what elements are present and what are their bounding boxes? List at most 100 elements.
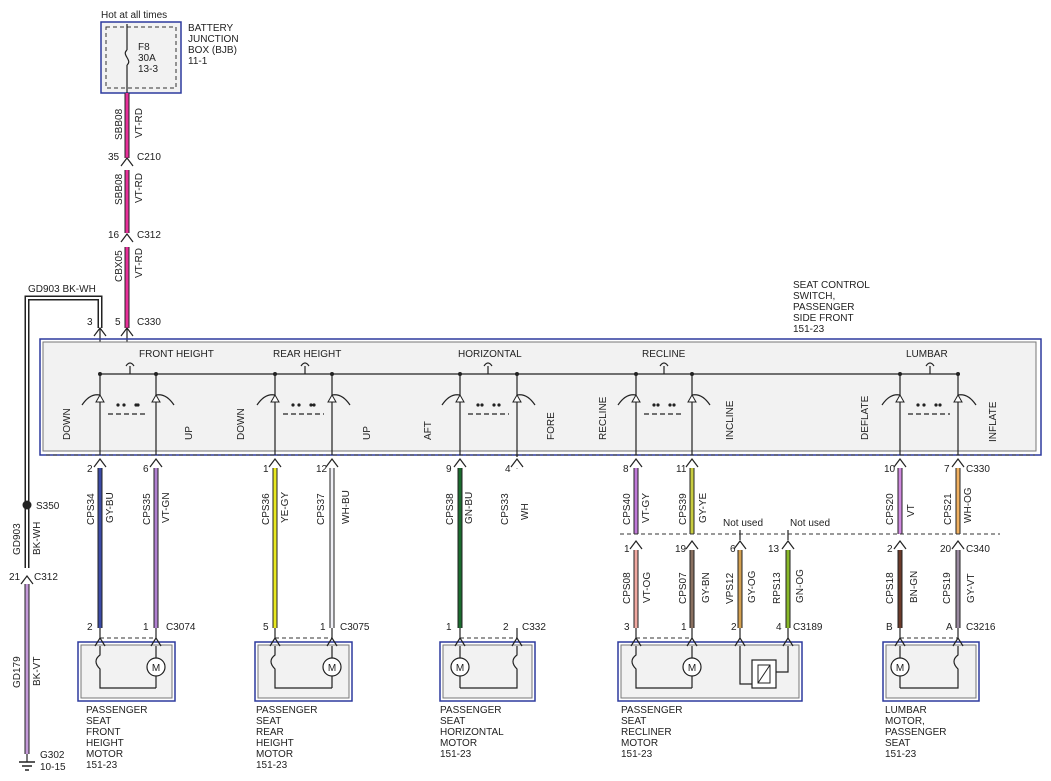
motor-0-outline [77,641,176,702]
out-connector-icon-6 [629,458,643,468]
out-connector-icon-8 [893,458,907,468]
out-pin-3: 1 [263,464,269,475]
out-circuit-10: CPS21 [943,493,954,525]
contact-pt-3-1 [656,403,660,407]
contact-pt-3-0 [652,403,656,407]
c340-connector-icon-5 [951,540,965,550]
group-recline: RECLINE [642,349,686,360]
motor-3-return-icon [631,646,692,689]
c340-circuit-4: RPS13 [772,572,783,604]
contact-pt-2-2 [492,403,496,407]
out-pin-1: 2 [87,464,93,475]
seat-control-switch [39,338,1042,456]
out-connector-icon-9-gap [952,457,964,468]
out-connector-icon-4-gap [454,457,466,468]
contact-pt-3-2 [668,403,672,407]
bjb-label-2: JUNCTION [188,34,239,45]
out-connector-icon-1 [149,458,163,468]
c340-color-2: GY-BN [701,572,712,603]
c330-bottom-connector-name: C330 [966,464,990,475]
contact-pt-4-2 [934,403,938,407]
c210-pin: 35 [108,152,120,163]
switch-link-icon-1 [300,362,310,367]
motor-3-label-5: 151-23 [440,749,472,760]
switch-body [42,341,1037,452]
out-pin-5: 9 [446,464,452,475]
c3074-pin-2: 2 [87,622,93,633]
lower-ground-circuit: GD179 [12,656,23,688]
out-circuit-2: CPS35 [142,493,153,525]
switch-title-2: SWITCH, [793,291,835,302]
motor-1-label-6: 151-23 [86,760,118,771]
c340-color-6: GY-VT [966,573,977,603]
position-aft: AFT [423,421,434,440]
contact-dot-1-1 [330,372,334,376]
contact-dot-4-0 [898,372,902,376]
out-color-4: WH-BU [341,490,352,524]
out-circuit-8: CPS39 [678,493,689,525]
switch-title-5: 151-23 [793,324,825,335]
out-pin-8: 11 [676,464,687,475]
out-circuit-9: CPS20 [885,493,896,525]
switch-link-icon-2 [483,362,493,367]
out-circuit-3: CPS36 [261,493,272,525]
c332-pin-1: 1 [446,622,452,633]
out-connector-icon-5-gap [511,457,523,468]
battery-junction-box: F8 30A 13-3 [100,21,182,94]
motor-4-symbol: M [896,663,904,674]
motor-2-label-4: HEIGHT [256,738,294,749]
motor-4-label-3: RECLINER [621,727,672,738]
out-connector-icon-2-gap [269,457,281,468]
contact-pt-0-0 [116,403,120,407]
c3189-pin-1: 1 [681,622,687,633]
c210-name: C210 [137,152,161,163]
c3216-pin-b: B [886,622,893,633]
out-connector-icon-3-gap [326,457,338,468]
motor-1-body [257,644,350,699]
c312-connector-icon [120,233,134,243]
motor-2-label-1: PASSENGER [256,705,318,716]
c340-connector-icon-5-gap [952,539,964,550]
c340-connector-icon-2-gap [734,539,746,550]
position-deflate: DEFLATE [860,395,871,440]
motor-5-label-3: PASSENGER [885,727,947,738]
c340-circuit-5: CPS18 [885,572,896,604]
motor-4-outline [882,641,980,702]
out-pin-7: 8 [623,464,629,475]
out-connector-icon-3 [325,458,339,468]
position-down-1: DOWN [62,408,73,440]
c340-circuit-2: CPS07 [678,572,689,604]
c332-pin-2: 2 [503,622,509,633]
c340-pin-1: 1 [624,544,630,555]
output-wires [93,455,1000,628]
motor-1-symbol: M [328,663,336,674]
contact-dot-2-0 [458,372,462,376]
motor-1-return-icon [270,646,332,689]
contact-pt-3-3 [672,403,676,407]
switch-arm-icon-4-1 [957,394,977,406]
out-connector-icon-7 [685,458,699,468]
position-recline: RECLINE [598,396,609,440]
contact-pt-1-3 [312,403,316,407]
motor-3-outline [617,641,803,702]
c340-connector-icon-4-gap [894,539,906,550]
feed-wire-3-color: VT-RD [134,248,145,278]
switch-link-icon-4 [925,362,935,367]
out-pin-4: 12 [316,464,328,475]
c340-circuit-1: CPS08 [622,572,633,604]
out-circuit-1: CPS34 [86,493,97,525]
motor-1-label-2: SEAT [86,716,111,727]
position-sensor-diagonal [757,664,771,684]
motor-2-return-icon [460,646,518,689]
position-inflate: INFLATE [988,401,999,442]
motor-1-label-1: PASSENGER [86,705,148,716]
contact-dot-3-1 [690,372,694,376]
c3074-pin-1: 1 [143,622,149,633]
motor-5-label-5: 151-23 [885,749,917,760]
contact-pt-0-1 [122,403,126,407]
motor-2-label-6: 151-23 [256,760,288,771]
switch-arm-icon-0-0 [81,394,101,406]
contact-pt-0-3 [136,403,140,407]
c312-ground-connector-icon [20,575,34,585]
